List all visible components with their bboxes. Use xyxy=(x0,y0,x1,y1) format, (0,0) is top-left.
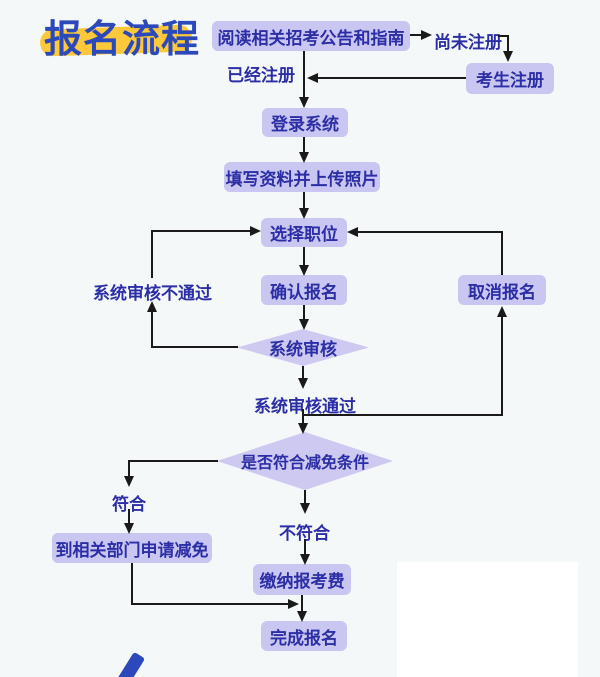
arrowhead-down-icon xyxy=(299,152,309,163)
arrowhead-down-icon xyxy=(297,611,307,622)
background-patch xyxy=(397,562,578,677)
flow-line xyxy=(151,230,252,232)
flow-node-candidate-register: 考生注册 xyxy=(466,63,554,94)
arrowhead-down-icon xyxy=(298,378,308,389)
flow-line xyxy=(501,316,503,416)
flow-node-read-notice: 阅读相关招考公告和指南 xyxy=(212,21,410,51)
flow-line xyxy=(357,231,503,233)
flow-line xyxy=(303,137,305,152)
flow-label-review-fail: 系统审核不通过 xyxy=(93,284,212,303)
flow-node-pay-fee: 缴纳报考费 xyxy=(253,564,351,595)
flow-line xyxy=(302,409,304,423)
arrowhead-left-icon xyxy=(307,73,318,83)
flow-line xyxy=(151,346,238,348)
flow-line xyxy=(304,539,306,554)
page-title: 报名流程 xyxy=(44,19,201,61)
flow-label-not-qualify: 不符合 xyxy=(279,524,330,543)
flow-line xyxy=(151,312,153,347)
arrowhead-down-icon xyxy=(298,423,308,434)
arrowhead-down-icon xyxy=(503,51,513,62)
flow-line xyxy=(131,563,133,605)
flow-line xyxy=(303,414,503,416)
flow-decision-fee-waiver: 是否符合减免条件 xyxy=(217,432,393,490)
arrowhead-down-icon xyxy=(300,554,310,565)
flow-line xyxy=(507,35,509,51)
arrowhead-down-icon xyxy=(124,476,134,487)
arrowhead-down-icon xyxy=(299,208,309,219)
decorative-swoosh xyxy=(111,651,146,677)
flow-node-confirm-signup: 确认报名 xyxy=(261,275,347,305)
arrowhead-right-icon xyxy=(288,599,299,609)
flow-node-complete-signup: 完成报名 xyxy=(261,621,347,651)
arrowhead-left-icon xyxy=(347,227,358,237)
flow-node-fill-upload: 填写资料并上传照片 xyxy=(224,162,380,192)
flow-line xyxy=(304,490,306,503)
arrowhead-down-icon xyxy=(299,265,309,276)
flow-line xyxy=(128,460,218,462)
flow-line xyxy=(303,305,305,319)
arrowhead-right-icon xyxy=(421,30,432,40)
arrowhead-down-icon xyxy=(299,319,309,330)
flow-line xyxy=(131,603,289,605)
flow-line xyxy=(128,461,130,476)
flow-line xyxy=(128,509,130,523)
arrowhead-down-icon xyxy=(300,503,310,514)
flow-line xyxy=(498,35,509,37)
arrowhead-down-icon xyxy=(124,523,134,534)
flow-node-apply-waiver: 到相关部门申请减免 xyxy=(52,533,212,563)
flow-line xyxy=(303,247,305,265)
flow-line xyxy=(151,231,153,278)
flow-node-login: 登录系统 xyxy=(262,108,348,137)
flow-line xyxy=(410,34,422,36)
flow-line xyxy=(302,366,304,378)
flow-node-select-position: 选择职位 xyxy=(261,218,347,247)
flow-label-qualify: 符合 xyxy=(112,495,146,514)
flow-decision-system-review: 系统审核 xyxy=(237,329,369,366)
arrowhead-right-icon xyxy=(250,226,261,236)
flow-line xyxy=(303,192,305,208)
flow-label-not-registered: 尚未注册 xyxy=(434,33,502,52)
arrowhead-up-icon xyxy=(147,301,157,312)
arrowhead-down-icon xyxy=(299,97,309,108)
flow-label-already-registered: 已经注册 xyxy=(227,66,295,85)
flow-node-cancel-signup: 取消报名 xyxy=(458,275,546,305)
flow-line xyxy=(501,232,503,275)
flow-line xyxy=(303,51,305,97)
flow-line xyxy=(317,77,466,79)
arrowhead-up-icon xyxy=(497,306,507,317)
flow-line xyxy=(301,595,303,611)
flow-label-review-pass: 系统审核通过 xyxy=(254,397,356,416)
